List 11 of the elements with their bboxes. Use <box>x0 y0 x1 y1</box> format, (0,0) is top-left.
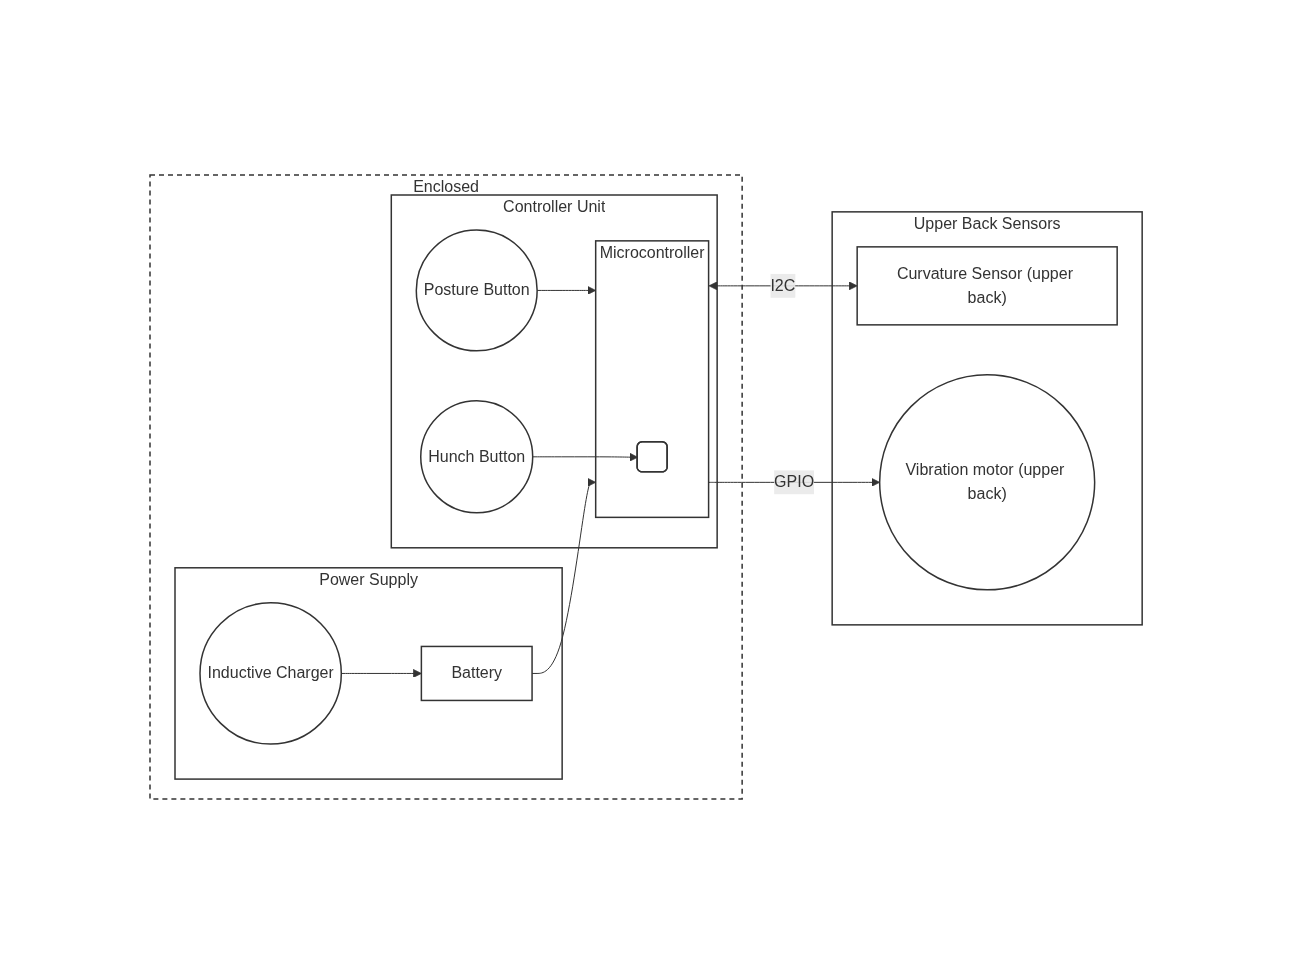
edge-label: GPIO <box>774 473 815 491</box>
node-circle: Posture Button <box>415 229 538 352</box>
node-box: Battery <box>420 645 533 702</box>
edge-label: I2C <box>770 276 796 294</box>
node-circle: Hunch Button <box>419 400 534 514</box>
arrow <box>531 477 596 674</box>
cluster: Microcontroller <box>594 240 710 519</box>
node-box: Curvature Sensor (upper back) <box>856 246 1118 326</box>
arrow <box>532 452 638 462</box>
node-circle: Inductive Charger <box>199 602 342 745</box>
node-circle: Vibration motor (upper back) <box>878 374 1096 591</box>
